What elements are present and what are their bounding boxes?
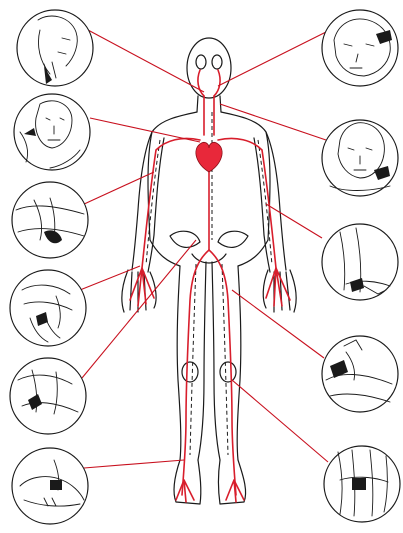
right-leg-outline (212, 262, 241, 460)
heart (196, 142, 222, 172)
left-eye-socket (196, 55, 206, 69)
inset-left-5 (10, 358, 86, 434)
inset-right-3 (322, 224, 398, 300)
inset-left-3 (12, 182, 88, 258)
leader-right-2 (220, 104, 326, 140)
fingers-behind-knee-icon (352, 478, 366, 490)
leader-left-2 (90, 118, 200, 142)
right-kneecap (220, 362, 236, 382)
leader-lines (80, 30, 330, 468)
leader-right-1 (218, 30, 330, 86)
left-pelvis-bone (170, 231, 200, 247)
pelvis-base (192, 254, 226, 263)
fingers-on-foot-icon (50, 480, 62, 490)
left-kneecap (182, 362, 198, 382)
right-foot-outline (219, 460, 246, 504)
inset-right-5 (324, 446, 400, 522)
inset-left-2 (14, 94, 90, 170)
leader-right-3 (266, 204, 322, 238)
right-pelvis-bone (218, 231, 248, 247)
left-foot-outline (174, 460, 201, 504)
leader-left-6 (84, 460, 184, 468)
left-foot-arteries (176, 480, 194, 502)
inset-left-6 (12, 448, 88, 524)
inset-right-2 (322, 120, 398, 196)
inset-left-4 (10, 270, 86, 346)
right-arm-artery (218, 138, 276, 268)
inset-left-1 (17, 10, 93, 86)
right-foot-arteries (226, 480, 244, 502)
inset-right-1 (322, 10, 398, 86)
leader-left-5 (82, 240, 196, 378)
left-leg-outline (177, 262, 206, 460)
body-figure (122, 38, 296, 504)
head-arteries (198, 70, 220, 96)
leader-left-1 (88, 30, 204, 92)
right-eye-socket (212, 55, 222, 69)
leader-right-4 (232, 290, 324, 358)
leader-right-5 (232, 380, 328, 462)
leader-left-3 (82, 172, 154, 205)
inset-right-4 (322, 336, 398, 412)
head-outline (187, 38, 231, 98)
left-arm-artery (142, 138, 200, 268)
